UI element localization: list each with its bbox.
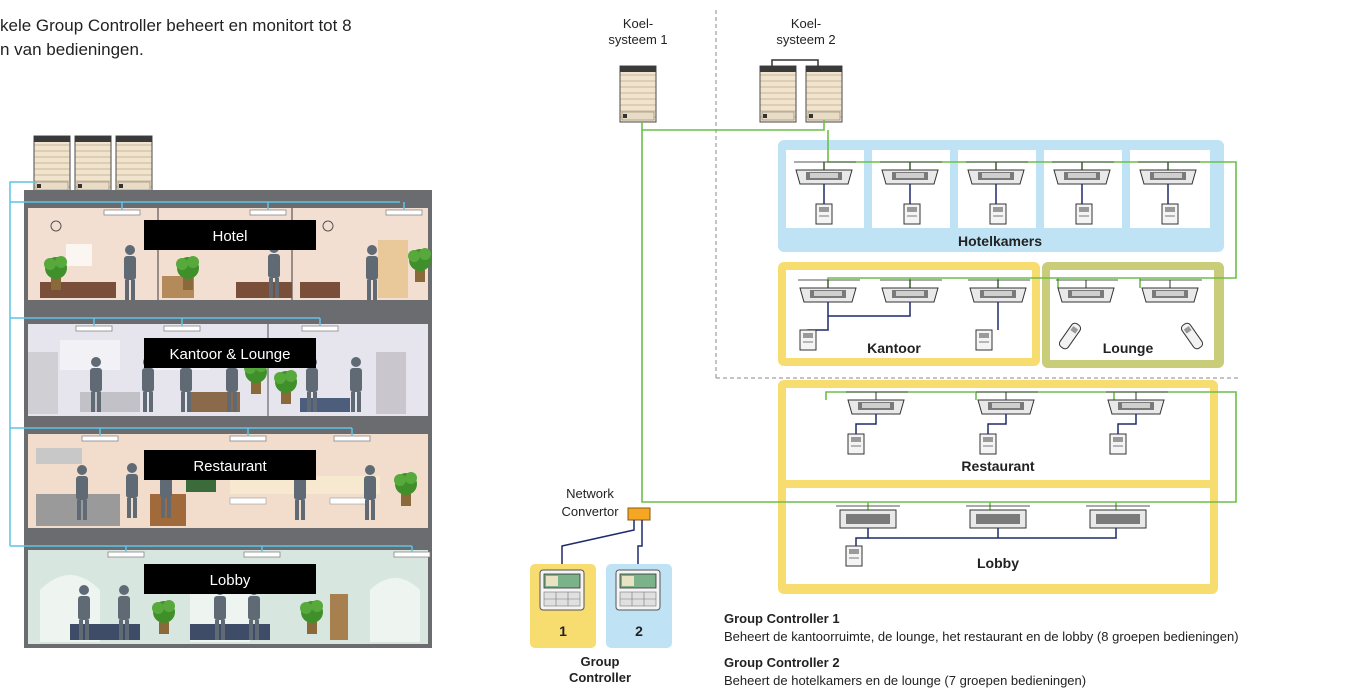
rooftop-outdoor-units [33,135,153,193]
group-controller-caption-line1: Group [581,654,620,669]
wall-controller-restaurant-3 [1109,433,1127,455]
building-piping [9,181,413,552]
wall-controller-hotel-1 [815,203,833,225]
floor-label-lobby: Lobby [144,564,316,594]
group-controller-caption-line2: Controller [569,670,631,685]
group-controller-2-badge: 2 [635,623,643,639]
system2-label-line2: systeem 2 [776,32,835,47]
system1-label-line2: systeem 1 [608,32,667,47]
indoor-unit-lobby-1 [839,509,897,529]
floor-label-lobby-text: Lobby [210,572,251,589]
network-convertor-icon [627,507,651,521]
floor-label-restaurant: Restaurant [144,450,316,480]
group-controller-1-badge: 1 [559,623,567,639]
intro-text: kele Group Controller beheert en monitor… [0,14,352,62]
floor-label-hotel: Hotel [144,220,316,250]
wall-controller-hotel-5 [1161,203,1179,225]
building-illustration: Hotel Kantoor & Lounge Restaurant Lobby [9,135,432,648]
wall-controller-restaurant-2 [979,433,997,455]
wall-controller-office-1 [799,329,817,351]
group-controller-1-device [539,569,585,611]
wall-controller-hotel-2 [903,203,921,225]
outdoor-unit-system1 [619,65,657,123]
wall-controller-office-2 [975,329,993,351]
network-convertor-label-line1: Network [566,486,614,501]
zone-label-lounge: Lounge [1103,340,1154,356]
outdoor-unit-system2b [805,65,843,123]
schematic: Koel- systeem 1 Koel- systeem 2 Hotelkam… [530,10,1240,688]
network-convertor-label-line2: Convertor [561,504,619,519]
zone-label-lobby: Lobby [977,555,1019,571]
outdoor-unit-system2a [759,65,797,123]
wall-controller-restaurant-1 [847,433,865,455]
wall-controller-hotel-3 [989,203,1007,225]
indoor-unit-lobby-2 [969,509,1027,529]
floor-label-hotel-text: Hotel [212,228,247,245]
system2-label-line1: Koel- [791,16,821,31]
group-controller-2-device [615,569,661,611]
legend-gc1-description: Beheert de kantoorruimte, de lounge, het… [724,629,1239,644]
legend-gc2-title: Group Controller 2 [724,655,840,670]
intro-line-2: n van bedieningen. [0,40,144,59]
wall-controller-hotel-4 [1075,203,1093,225]
floor-label-restaurant-text: Restaurant [193,458,267,475]
intro-line-1: kele Group Controller beheert en monitor… [0,16,352,35]
zone-label-kantoor: Kantoor [867,340,921,356]
zone-label-restaurant: Restaurant [961,458,1034,474]
system1-label-line1: Koel- [623,16,653,31]
legend-gc2-description: Beheert de hotelkamers en de lounge (7 g… [724,673,1086,688]
legend-gc1-title: Group Controller 1 [724,611,840,626]
zone-label-hotelkamers: Hotelkamers [958,233,1042,249]
wall-controller-lobby [845,545,863,567]
controller-wiring [561,520,643,566]
floor-label-office-lounge-text: Kantoor & Lounge [170,346,291,363]
indoor-unit-lobby-3 [1089,509,1147,529]
floor-label-office-lounge: Kantoor & Lounge [144,338,316,368]
